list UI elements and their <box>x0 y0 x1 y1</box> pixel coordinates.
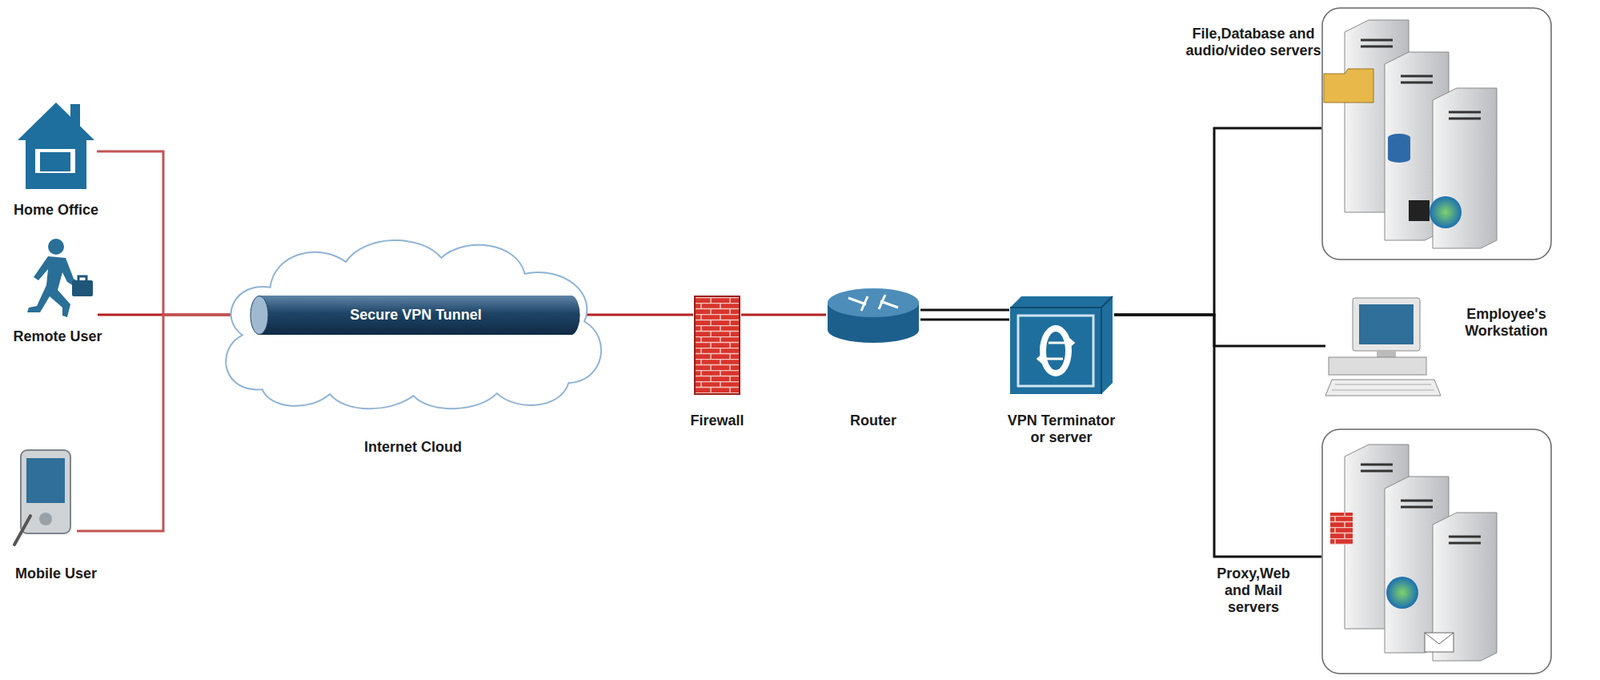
running-man-icon <box>27 238 93 317</box>
device-node: Mobile User <box>12 448 77 545</box>
node-label: Remote User <box>0 328 122 345</box>
connector-line <box>1114 128 1322 315</box>
node-label: Mobile User <box>0 565 121 582</box>
device-node: Firewall <box>693 295 742 395</box>
node-label: File,Database and audio/video servers <box>1181 25 1326 60</box>
device-node: Employee's Workstation <box>1325 296 1430 397</box>
server-group-icon <box>1322 8 1552 260</box>
connector-line <box>1114 314 1326 346</box>
device-node: Remote User <box>24 238 98 319</box>
double-connector <box>920 318 1010 321</box>
tunnel-label: Secure VPN Tunnel <box>249 294 582 336</box>
vpn-tunnel: Secure VPN Tunnel <box>249 294 582 336</box>
pda-icon <box>14 449 71 545</box>
server-group-icon <box>1322 429 1552 674</box>
connector-line <box>581 313 694 317</box>
node-label: Proxy,Web and Mail servers <box>1206 565 1301 616</box>
router-icon <box>827 288 919 343</box>
device-node: Proxy,Web and Mail servers <box>1321 428 1552 674</box>
device-node: VPN Terminator or server <box>1009 295 1115 395</box>
node-label: Firewall <box>669 412 766 430</box>
device-node: File,Database and audio/video servers <box>1321 8 1552 261</box>
connector-line <box>1114 314 1322 557</box>
workstation-icon <box>1325 297 1441 396</box>
node-label: Router <box>825 412 922 430</box>
node-label: VPN Terminator or server <box>1001 412 1122 446</box>
cloud-region: Internet CloudSecure VPN Tunnel <box>214 229 613 414</box>
double-connector <box>920 308 1010 312</box>
node-label: Internet Cloud <box>332 438 494 456</box>
connector-line <box>741 313 827 317</box>
device-node: Home Office <box>15 101 97 190</box>
house-icon <box>17 102 95 189</box>
connector-line <box>96 151 250 315</box>
node-label: Home Office <box>0 201 121 219</box>
connector-line <box>76 314 250 531</box>
vpn-terminator-icon <box>1010 296 1113 394</box>
device-node: Router <box>826 286 921 345</box>
node-label: Employee's Workstation <box>1454 305 1559 340</box>
firewall-icon <box>694 296 740 394</box>
